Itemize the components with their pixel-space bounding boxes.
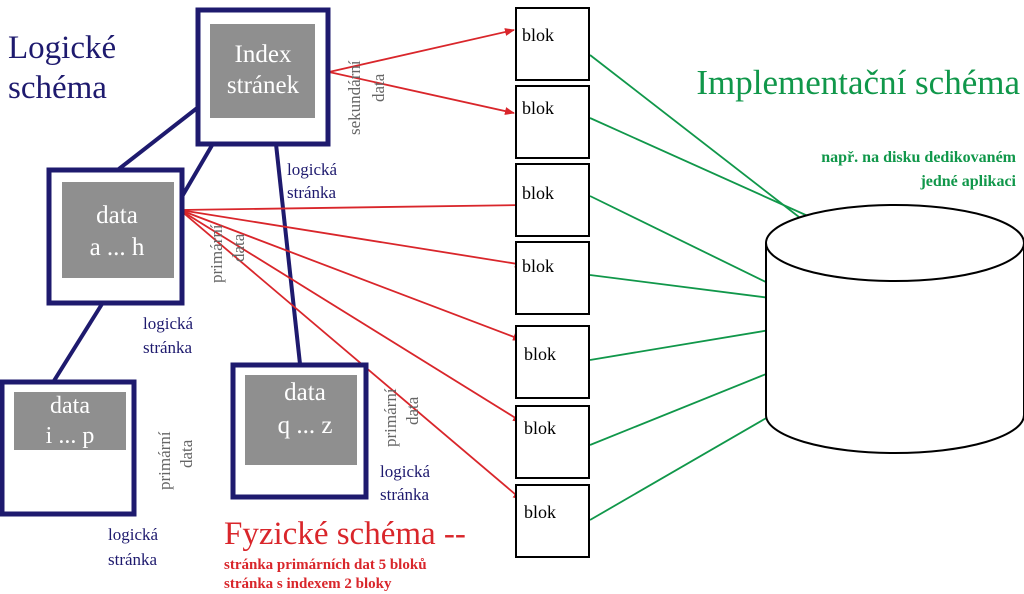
- block-6-label: blok: [524, 418, 556, 438]
- block-2: blok: [515, 85, 590, 159]
- block-1-label: blok: [522, 25, 554, 45]
- arrow-block2-disk: [589, 117, 829, 226]
- arrow-index-block2: [328, 71, 515, 115]
- secondary-arrows: [328, 28, 515, 115]
- page-ah-caption-2: stránka: [143, 338, 193, 357]
- block-4: blok: [515, 241, 590, 315]
- disk-top: [765, 204, 1024, 282]
- block-5: blok: [515, 325, 590, 399]
- data-page-i-p-label-2: i ... p: [46, 423, 95, 449]
- primary-data-label-ah: primární: [207, 224, 226, 283]
- arrow-ah-block4: [179, 209, 525, 268]
- logical-schema-title-2: schéma: [8, 70, 107, 106]
- page-ip-caption: logická: [108, 525, 158, 544]
- logical-schema-title: Logické: [8, 30, 116, 66]
- page-ip-caption-2: stránka: [108, 550, 158, 569]
- page-ah-caption: logická: [143, 314, 193, 333]
- data-page-a-h: data a ... h: [46, 167, 185, 306]
- block-3: blok: [515, 163, 590, 237]
- disk-cylinder: [765, 204, 1024, 454]
- physical-schema-note: stránka primárních dat 5 bloků: [224, 557, 427, 573]
- arrow-ah-block6: [179, 209, 523, 423]
- block-column: blok blok blok blok blok blok blok: [515, 7, 590, 558]
- data-page-q-z: data q ... z: [230, 362, 369, 500]
- block-2-label: blok: [522, 98, 554, 118]
- connector-index-to-qz: [274, 143, 302, 365]
- primary-data-label-qz: primární: [381, 388, 400, 447]
- connector-ah-to-ip: [50, 302, 104, 386]
- arrow-ah-block7: [179, 209, 523, 501]
- implementation-schema-note-2: jedné aplikaci: [919, 173, 1016, 190]
- disk-body: [765, 243, 1024, 454]
- arrow-ah-block5: [179, 209, 523, 341]
- index-link-caption-2: stránka: [287, 183, 337, 202]
- implementation-schema-title: Implementační schéma: [696, 63, 1020, 102]
- block-4-label: blok: [522, 256, 554, 276]
- data-page-a-h-label: data: [96, 202, 138, 229]
- block-6: blok: [515, 405, 590, 479]
- index-page-label-2: stránek: [227, 72, 300, 99]
- block-7-label: blok: [524, 502, 556, 522]
- physical-schema-note-2: stránka s indexem 2 bloky: [224, 576, 392, 592]
- page-qz-caption-2: stránka: [380, 485, 430, 504]
- data-page-i-p: data i ... p: [0, 379, 137, 517]
- primary-data-label-ah-2: data: [229, 233, 248, 262]
- arrow-index-block1: [328, 28, 515, 73]
- index-page: Index stránek: [195, 7, 331, 147]
- data-page-q-z-label-2: q ... z: [278, 412, 333, 439]
- implementation-schema-note: např. na disku dedikovaném: [821, 149, 1016, 166]
- block-3-label: blok: [522, 183, 554, 203]
- primary-data-label-qz-2: data: [403, 396, 422, 425]
- index-page-label: Index: [235, 41, 292, 68]
- index-link-caption: logická: [287, 160, 337, 179]
- primary-data-label-ip-2: data: [177, 439, 196, 468]
- physical-schema-title: Fyzické schéma --: [224, 516, 466, 552]
- block-1: blok: [515, 7, 590, 81]
- arrow-block1-disk: [589, 54, 809, 225]
- arrow-ah-block3: [179, 201, 525, 211]
- data-page-i-p-label: data: [50, 393, 90, 419]
- data-page-q-z-label: data: [284, 379, 326, 406]
- secondary-data-label-2: data: [369, 73, 388, 102]
- page-qz-caption: logická: [380, 462, 430, 481]
- secondary-data-label: sekundární: [345, 60, 364, 135]
- primary-data-label-ip: primární: [155, 431, 174, 490]
- block-5-label: blok: [524, 344, 556, 364]
- connector-index-to-ah: [113, 96, 212, 174]
- block-7: blok: [515, 484, 590, 558]
- primary-arrows: [179, 201, 525, 501]
- data-page-a-h-label-2: a ... h: [90, 234, 145, 261]
